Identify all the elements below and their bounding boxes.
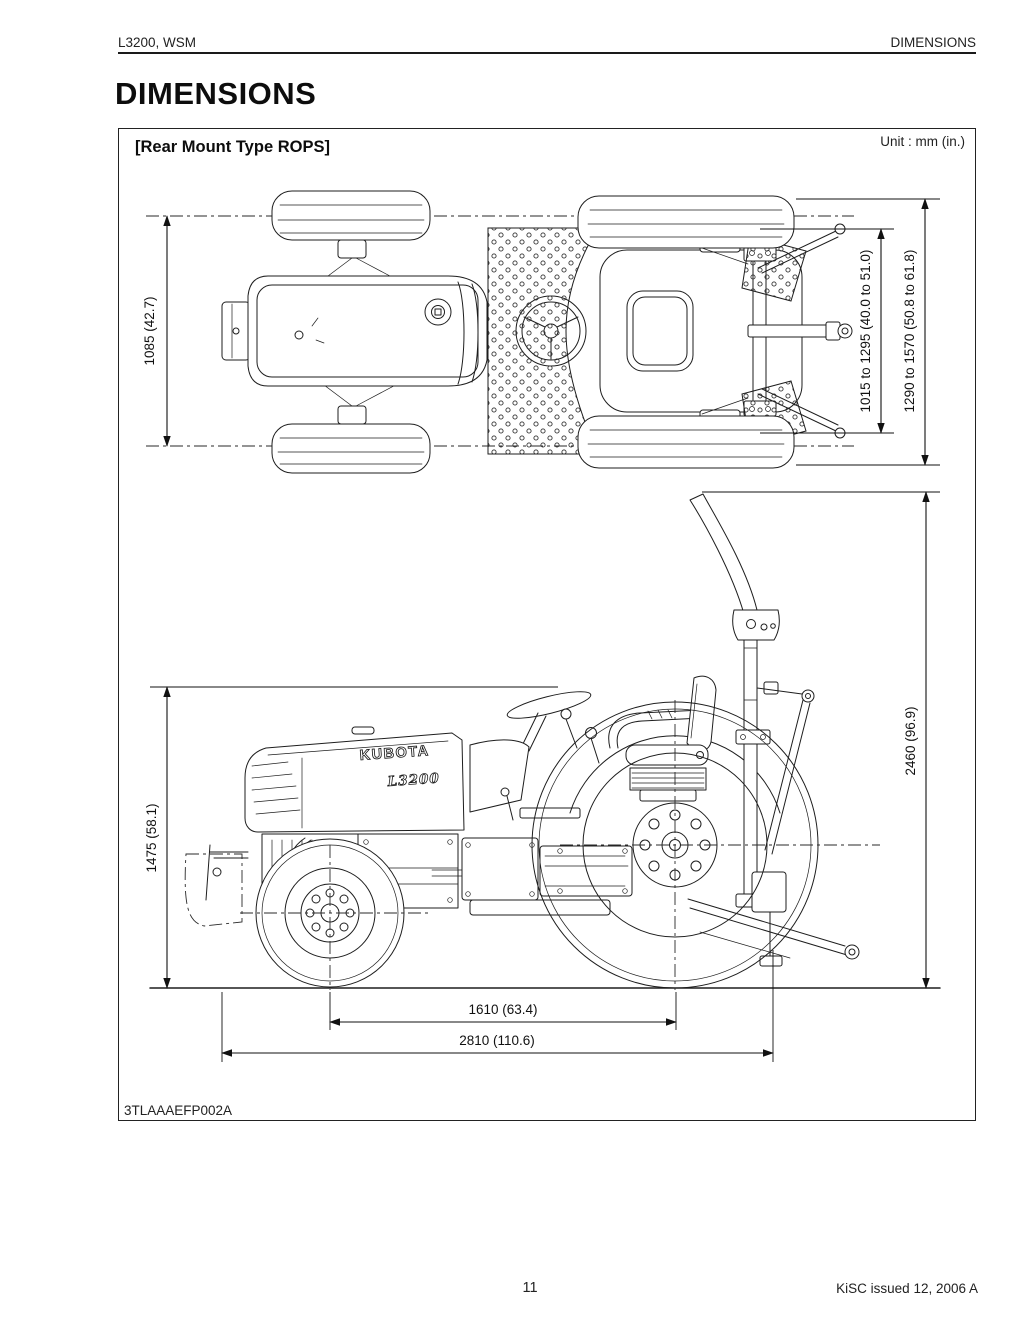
drawbar-plan [747, 321, 853, 341]
dim-rear-overall-width-label: 1290 to 1570 (50.8 to 61.8) [902, 250, 917, 413]
dim-rear-overall-width: 1290 to 1570 (50.8 to 61.8) [796, 198, 940, 466]
figure-code: 3TLAAAEFP002A [124, 1103, 233, 1118]
rear-wheel-side [531, 700, 880, 990]
dim-front-tread: 1085 (42.7) [142, 215, 171, 447]
transmission [431, 837, 633, 916]
dim-wheelbase-label: 1610 (63.4) [468, 1002, 537, 1017]
dim-wheelbase: 1610 (63.4) [329, 992, 677, 1030]
front-wheel-side [240, 838, 430, 990]
page-number: 11 [522, 1280, 538, 1296]
footer-issue-note: KiSC issued 12, 2006 A [836, 1281, 978, 1296]
dim-steering-wheel-height: 1475 (58.1) [144, 686, 558, 989]
dim-overall-length: 2810 (110.6) [221, 950, 774, 1062]
dimension-annotations: 1085 (42.7) 1015 to 1295 (40.0 to 51.0) … [142, 198, 940, 1062]
front-wheels-plan [271, 190, 431, 474]
dim-front-tread-label: 1085 (42.7) [142, 296, 157, 365]
seat-side [625, 675, 717, 802]
page-title: DIMENSIONS [115, 76, 317, 111]
brand-logo: KUBOTA [359, 743, 430, 764]
header-right-text: DIMENSIONS [890, 35, 976, 50]
front-weight [184, 853, 243, 927]
dim-rear-tread: 1015 to 1295 (40.0 to 51.0) [760, 228, 894, 434]
dim-rear-tread-label: 1015 to 1295 (40.0 to 51.0) [858, 250, 873, 413]
three-point-hitch [687, 687, 860, 967]
page-header: L3200, WSM DIMENSIONS [118, 32, 976, 54]
steering-side [469, 691, 600, 821]
dim-overall-length-label: 2810 (110.6) [459, 1033, 535, 1048]
side-view-drawing: KUBOTA L3200 [149, 493, 941, 990]
dim-overall-height: 2460 (96.9) [702, 491, 940, 989]
rear-wheels-plan [577, 195, 795, 469]
hood-plan [247, 275, 488, 387]
top-view-drawing [146, 190, 854, 474]
model-logo: L3200 [386, 770, 440, 790]
hood-side: KUBOTA L3200 [244, 726, 465, 833]
cowl-plan [457, 281, 479, 385]
figure-caption: [Rear Mount Type ROPS] [135, 138, 330, 156]
dim-overall-height-label: 2460 (96.9) [903, 706, 918, 775]
header-left-text: L3200, WSM [118, 35, 197, 50]
unit-note: Unit : mm (in.) [880, 134, 965, 149]
front-bumper-plan [221, 301, 251, 361]
dim-steering-wheel-height-label: 1475 (58.1) [144, 803, 159, 872]
